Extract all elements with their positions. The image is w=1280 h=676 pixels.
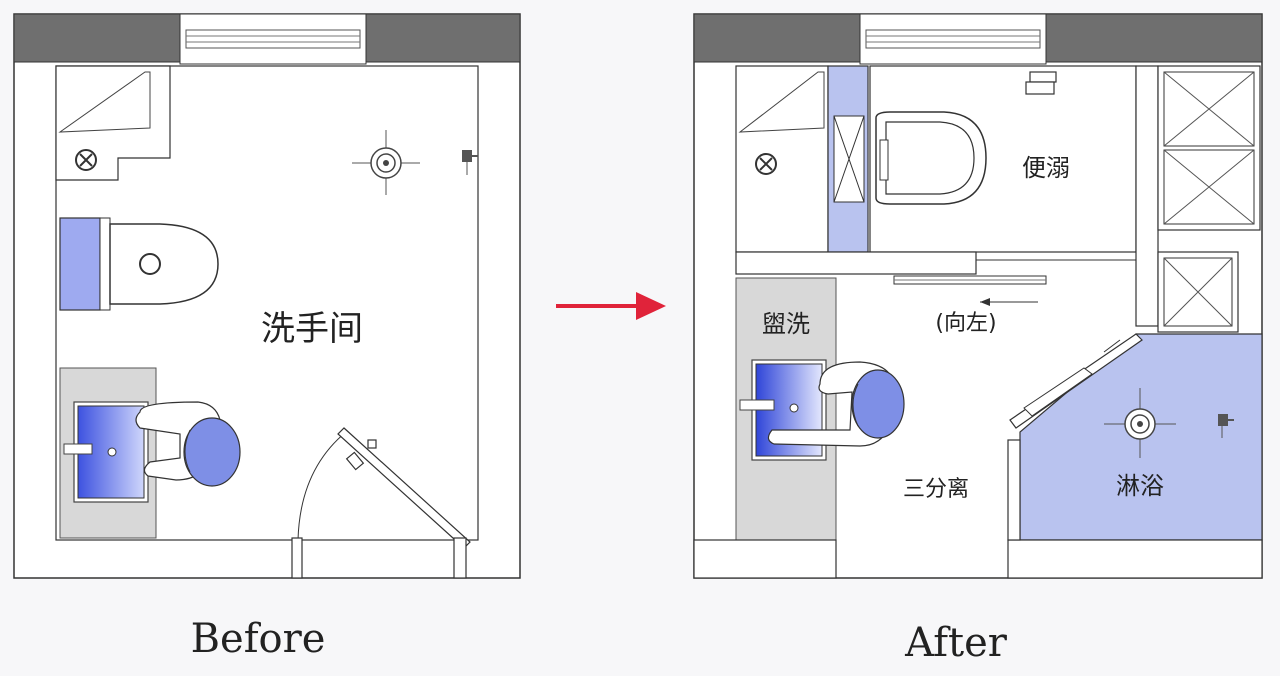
after-toilet-label: 便溺	[1022, 154, 1070, 182]
before-door-icon	[291, 427, 471, 579]
before-sink-counter	[59, 367, 157, 539]
paper-holder-icon	[1025, 71, 1057, 95]
after-plan: 便溺 (向左)	[693, 13, 1263, 579]
after-shower-label: 淋浴	[1116, 472, 1164, 500]
after-bottom-right-wall	[1007, 539, 1263, 579]
shower-drain-icon	[1104, 388, 1176, 458]
after-wash-label: 盥洗	[762, 310, 810, 338]
before-plan: 洗手间	[13, 13, 521, 579]
before-wall-top-left	[13, 13, 181, 63]
after-wall-top-right	[1045, 13, 1263, 63]
after-toilet-icon	[875, 111, 987, 205]
after-partition-wall	[735, 251, 977, 275]
after-wall-top-left	[693, 13, 861, 63]
after-bottom-left-wall	[693, 539, 837, 579]
after-cistern	[827, 65, 869, 253]
after-sliding-door	[893, 259, 1136, 306]
before-room-label: 洗手间	[261, 309, 363, 349]
after-person-icon	[767, 361, 905, 447]
door-direction-hint: (向左)	[935, 311, 996, 336]
after-window	[859, 13, 1047, 65]
after-storage-cabinet	[1135, 65, 1261, 333]
after-shower-area: 淋浴	[1009, 333, 1263, 541]
after-duct	[735, 65, 829, 253]
before-duct	[55, 65, 171, 181]
after-valve-icon	[1218, 414, 1234, 438]
before-wall-top-right	[365, 13, 521, 63]
after-caption: After	[904, 620, 1008, 666]
before-ceiling-light-icon	[352, 130, 420, 195]
center-concept-label: 三分离	[903, 477, 969, 502]
before-window	[179, 13, 367, 65]
before-toilet-icon	[59, 217, 219, 311]
before-valve-icon	[462, 150, 478, 175]
before-person-icon	[135, 401, 241, 487]
transition-arrow	[556, 292, 666, 320]
before-caption: Before	[191, 616, 326, 662]
